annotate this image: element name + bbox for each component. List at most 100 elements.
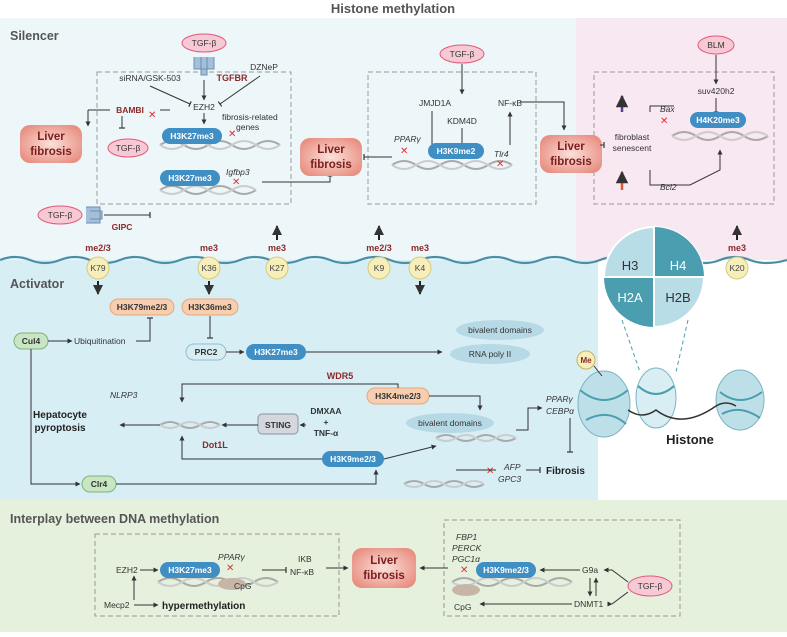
tgfb-mid-label: TGF-β bbox=[116, 143, 141, 153]
tgfbr-receptor-icon bbox=[193, 57, 215, 76]
site-label: K9 bbox=[374, 263, 385, 273]
tgfb-interplay-label: TGF-β bbox=[638, 581, 663, 591]
ikb-label: IKB bbox=[298, 554, 312, 564]
tgfb-ellipse-left bbox=[37, 205, 83, 225]
igfbp3-label: Igfbp3 bbox=[226, 167, 250, 177]
h3k36-pill bbox=[181, 298, 239, 316]
cpg-right-label: CpG bbox=[454, 602, 471, 612]
h3k4-label: H3K4me2/3 bbox=[375, 391, 421, 401]
h3k9-activator-label: H3K9me2/3 bbox=[330, 454, 376, 464]
h3k27me3-pill-1 bbox=[162, 128, 222, 144]
site-mod-label: me3 bbox=[200, 243, 218, 253]
dmxaa-label: DMXAA bbox=[310, 406, 341, 416]
h3k36-label: H3K36me3 bbox=[188, 302, 232, 312]
liver-fibrosis-left-l1: Liver bbox=[37, 131, 65, 143]
blm-ellipse bbox=[697, 35, 735, 55]
inhibit-x-ppary: ✕ bbox=[400, 146, 408, 157]
tgfb-ellipse-top bbox=[181, 33, 227, 53]
tgfb-ellipse-mid-box bbox=[439, 44, 485, 64]
nfkb-interplay-label: NF-κB bbox=[290, 567, 314, 577]
site-mod-label: me2/3 bbox=[85, 243, 111, 253]
tgfb-mid-box-label: TGF-β bbox=[450, 49, 475, 59]
tlr4-label: Tlr4 bbox=[494, 149, 509, 159]
site-circle bbox=[725, 256, 749, 280]
fibrosis-genes-l1: fibrosis-related bbox=[222, 112, 278, 122]
sting-label: STING bbox=[265, 420, 291, 430]
inhibit-x-tlr4: ✕ bbox=[496, 159, 504, 170]
liver-fibrosis-left bbox=[20, 125, 82, 163]
site-circle bbox=[367, 256, 391, 280]
dnmt1-label: DNMT1 bbox=[574, 599, 604, 609]
hepatocyte-l1: Hepatocyte bbox=[33, 410, 87, 421]
h3k27me3-label-2: H3K27me3 bbox=[168, 173, 212, 183]
gpc3-label: GPC3 bbox=[498, 474, 521, 484]
site-marker-k27: K27me3 bbox=[265, 225, 289, 280]
senescent-l2: senescent bbox=[613, 143, 652, 153]
liver-fibrosis-interplay-l2: fibrosis bbox=[363, 570, 405, 582]
bax-label: Bax bbox=[660, 104, 675, 114]
site-mod-label: me3 bbox=[411, 243, 429, 253]
bcl2-label: Bcl2 bbox=[660, 182, 677, 192]
h3-label: H3 bbox=[622, 258, 639, 273]
nucleosome-array bbox=[577, 367, 765, 438]
senescent-l1: fibroblast bbox=[615, 132, 650, 142]
inhibit-x-ppary-interplay: ✕ bbox=[226, 563, 234, 574]
liver-fibrosis-middle-l1: Liver bbox=[317, 144, 345, 156]
bivalent-domains-label: bivalent domains bbox=[468, 325, 532, 335]
site-marker-k20: K20me3 bbox=[725, 225, 749, 280]
tgfb-top-label: TGF-β bbox=[192, 38, 217, 48]
sirna-label: siRNA/GSK-503 bbox=[119, 73, 181, 83]
section-silencer: Silencer bbox=[10, 29, 59, 43]
site-circle bbox=[197, 256, 221, 280]
bivalent-domains-cloud bbox=[456, 320, 544, 340]
h3k27me3-label-1: H3K27me3 bbox=[170, 131, 214, 141]
tnfa-label: TNF-α bbox=[314, 428, 339, 438]
site-marker-k9: K9me2/3 bbox=[366, 225, 392, 280]
sting-box bbox=[257, 413, 299, 435]
jmjd1a-label: JMJD1A bbox=[419, 98, 451, 108]
clr4-label: Clr4 bbox=[91, 479, 108, 489]
nlrp3-label: NLRP3 bbox=[110, 390, 138, 400]
inhibit-x-bax: ✕ bbox=[660, 116, 668, 127]
histone-label: Histone bbox=[666, 432, 714, 447]
diagram-title: Histone methylation bbox=[331, 1, 455, 16]
hepatocyte-l2: pyroptosis bbox=[34, 423, 86, 434]
g9a-label: G9a bbox=[582, 565, 598, 575]
site-label: K27 bbox=[269, 263, 284, 273]
afp-label: AFP bbox=[503, 462, 521, 472]
silencer-box-left bbox=[96, 71, 292, 205]
h3k9-interplay-label: H3K9me2/3 bbox=[483, 565, 529, 575]
liver-fibrosis-interplay-l1: Liver bbox=[370, 555, 398, 567]
gipc-label: GIPC bbox=[112, 222, 133, 232]
inhibit-x-igfbp3: ✕ bbox=[232, 177, 240, 188]
h4k20me3-label: H4K20me3 bbox=[696, 115, 740, 125]
gipc-receptor-icon bbox=[86, 206, 103, 224]
blm-label: BLM bbox=[707, 40, 724, 50]
inhibit-x-bambi: ✕ bbox=[148, 110, 156, 121]
prc2-label: PRC2 bbox=[195, 347, 218, 357]
activator-panel bbox=[0, 260, 598, 500]
liver-fibrosis-middle bbox=[300, 138, 362, 176]
cul4-label: Cul4 bbox=[22, 336, 41, 346]
me-circle bbox=[576, 350, 596, 370]
liver-fibrosis-right-l2: fibrosis bbox=[550, 156, 592, 168]
site-circle bbox=[86, 256, 110, 280]
h3k27me3-activator-pill bbox=[246, 344, 306, 360]
liver-fibrosis-right-l1: Liver bbox=[557, 141, 585, 153]
h3k27me3-pill-2 bbox=[160, 170, 220, 186]
ppary-activator-label: PPARγ bbox=[546, 394, 574, 404]
site-marker-k36: K36me3 bbox=[197, 243, 221, 295]
ppary-interplay-label: PPARγ bbox=[218, 552, 246, 562]
section-activator: Activator bbox=[10, 277, 64, 291]
dot1l-label: Dot1L bbox=[202, 440, 228, 450]
h3k79-label: H3K79me2/3 bbox=[117, 302, 168, 312]
silencer-box-middle bbox=[367, 71, 537, 205]
me-label: Me bbox=[580, 356, 592, 365]
interplay-box-left bbox=[94, 533, 340, 617]
inhibit-x-fbp1: ✕ bbox=[460, 565, 468, 576]
liver-fibrosis-right bbox=[540, 135, 602, 173]
liver-fibrosis-left-l2: fibrosis bbox=[30, 146, 72, 158]
